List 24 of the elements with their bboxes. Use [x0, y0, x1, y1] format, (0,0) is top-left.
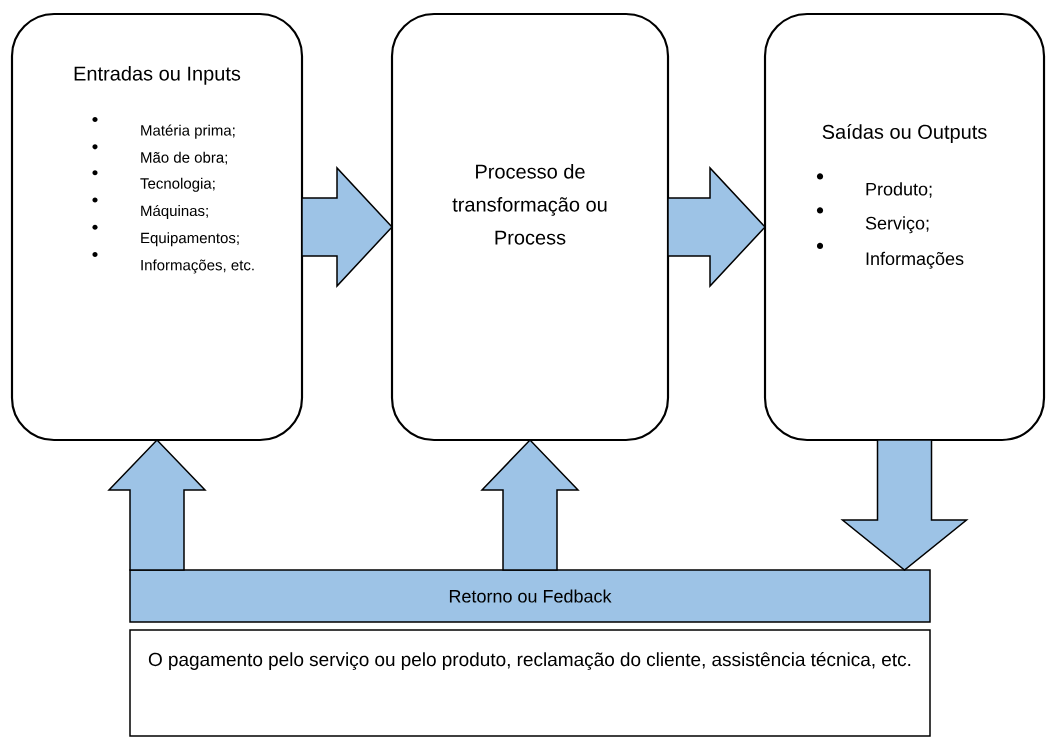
list-item: Mão de obra; [92, 144, 227, 165]
list-item: Máquinas; [92, 197, 208, 220]
list-item: Matéria prima; [92, 117, 235, 139]
block-arrow [840, 439, 969, 571]
list-item: Produto; [816, 173, 932, 198]
process-box [390, 12, 670, 442]
list-item: Informações, etc. [92, 251, 254, 274]
list-item: Equipamentos; [92, 224, 239, 247]
bar-label: Retorno ou Fedback [449, 589, 612, 603]
box-text: Processo de transformação ou Process [452, 164, 607, 245]
feedback-bar [129, 569, 931, 623]
note-text: O pagamento pelo serviço ou pelo produto, reclamação do cliente, assistência técnica, etc. [148, 652, 911, 670]
block-arrow [301, 166, 394, 288]
input-box [10, 12, 304, 442]
box-title: Entradas ou Inputs [74, 66, 241, 85]
output-box [763, 12, 1046, 442]
block-arrow [667, 166, 767, 288]
block-arrow [107, 438, 207, 571]
list-item: Serviço; [816, 207, 929, 234]
box-title: Saídas ou Outputs [822, 124, 987, 143]
block-arrow [480, 438, 580, 571]
note-box [129, 629, 931, 737]
list-item: Tecnologia; [92, 170, 215, 192]
list-item: Informações [816, 242, 964, 269]
